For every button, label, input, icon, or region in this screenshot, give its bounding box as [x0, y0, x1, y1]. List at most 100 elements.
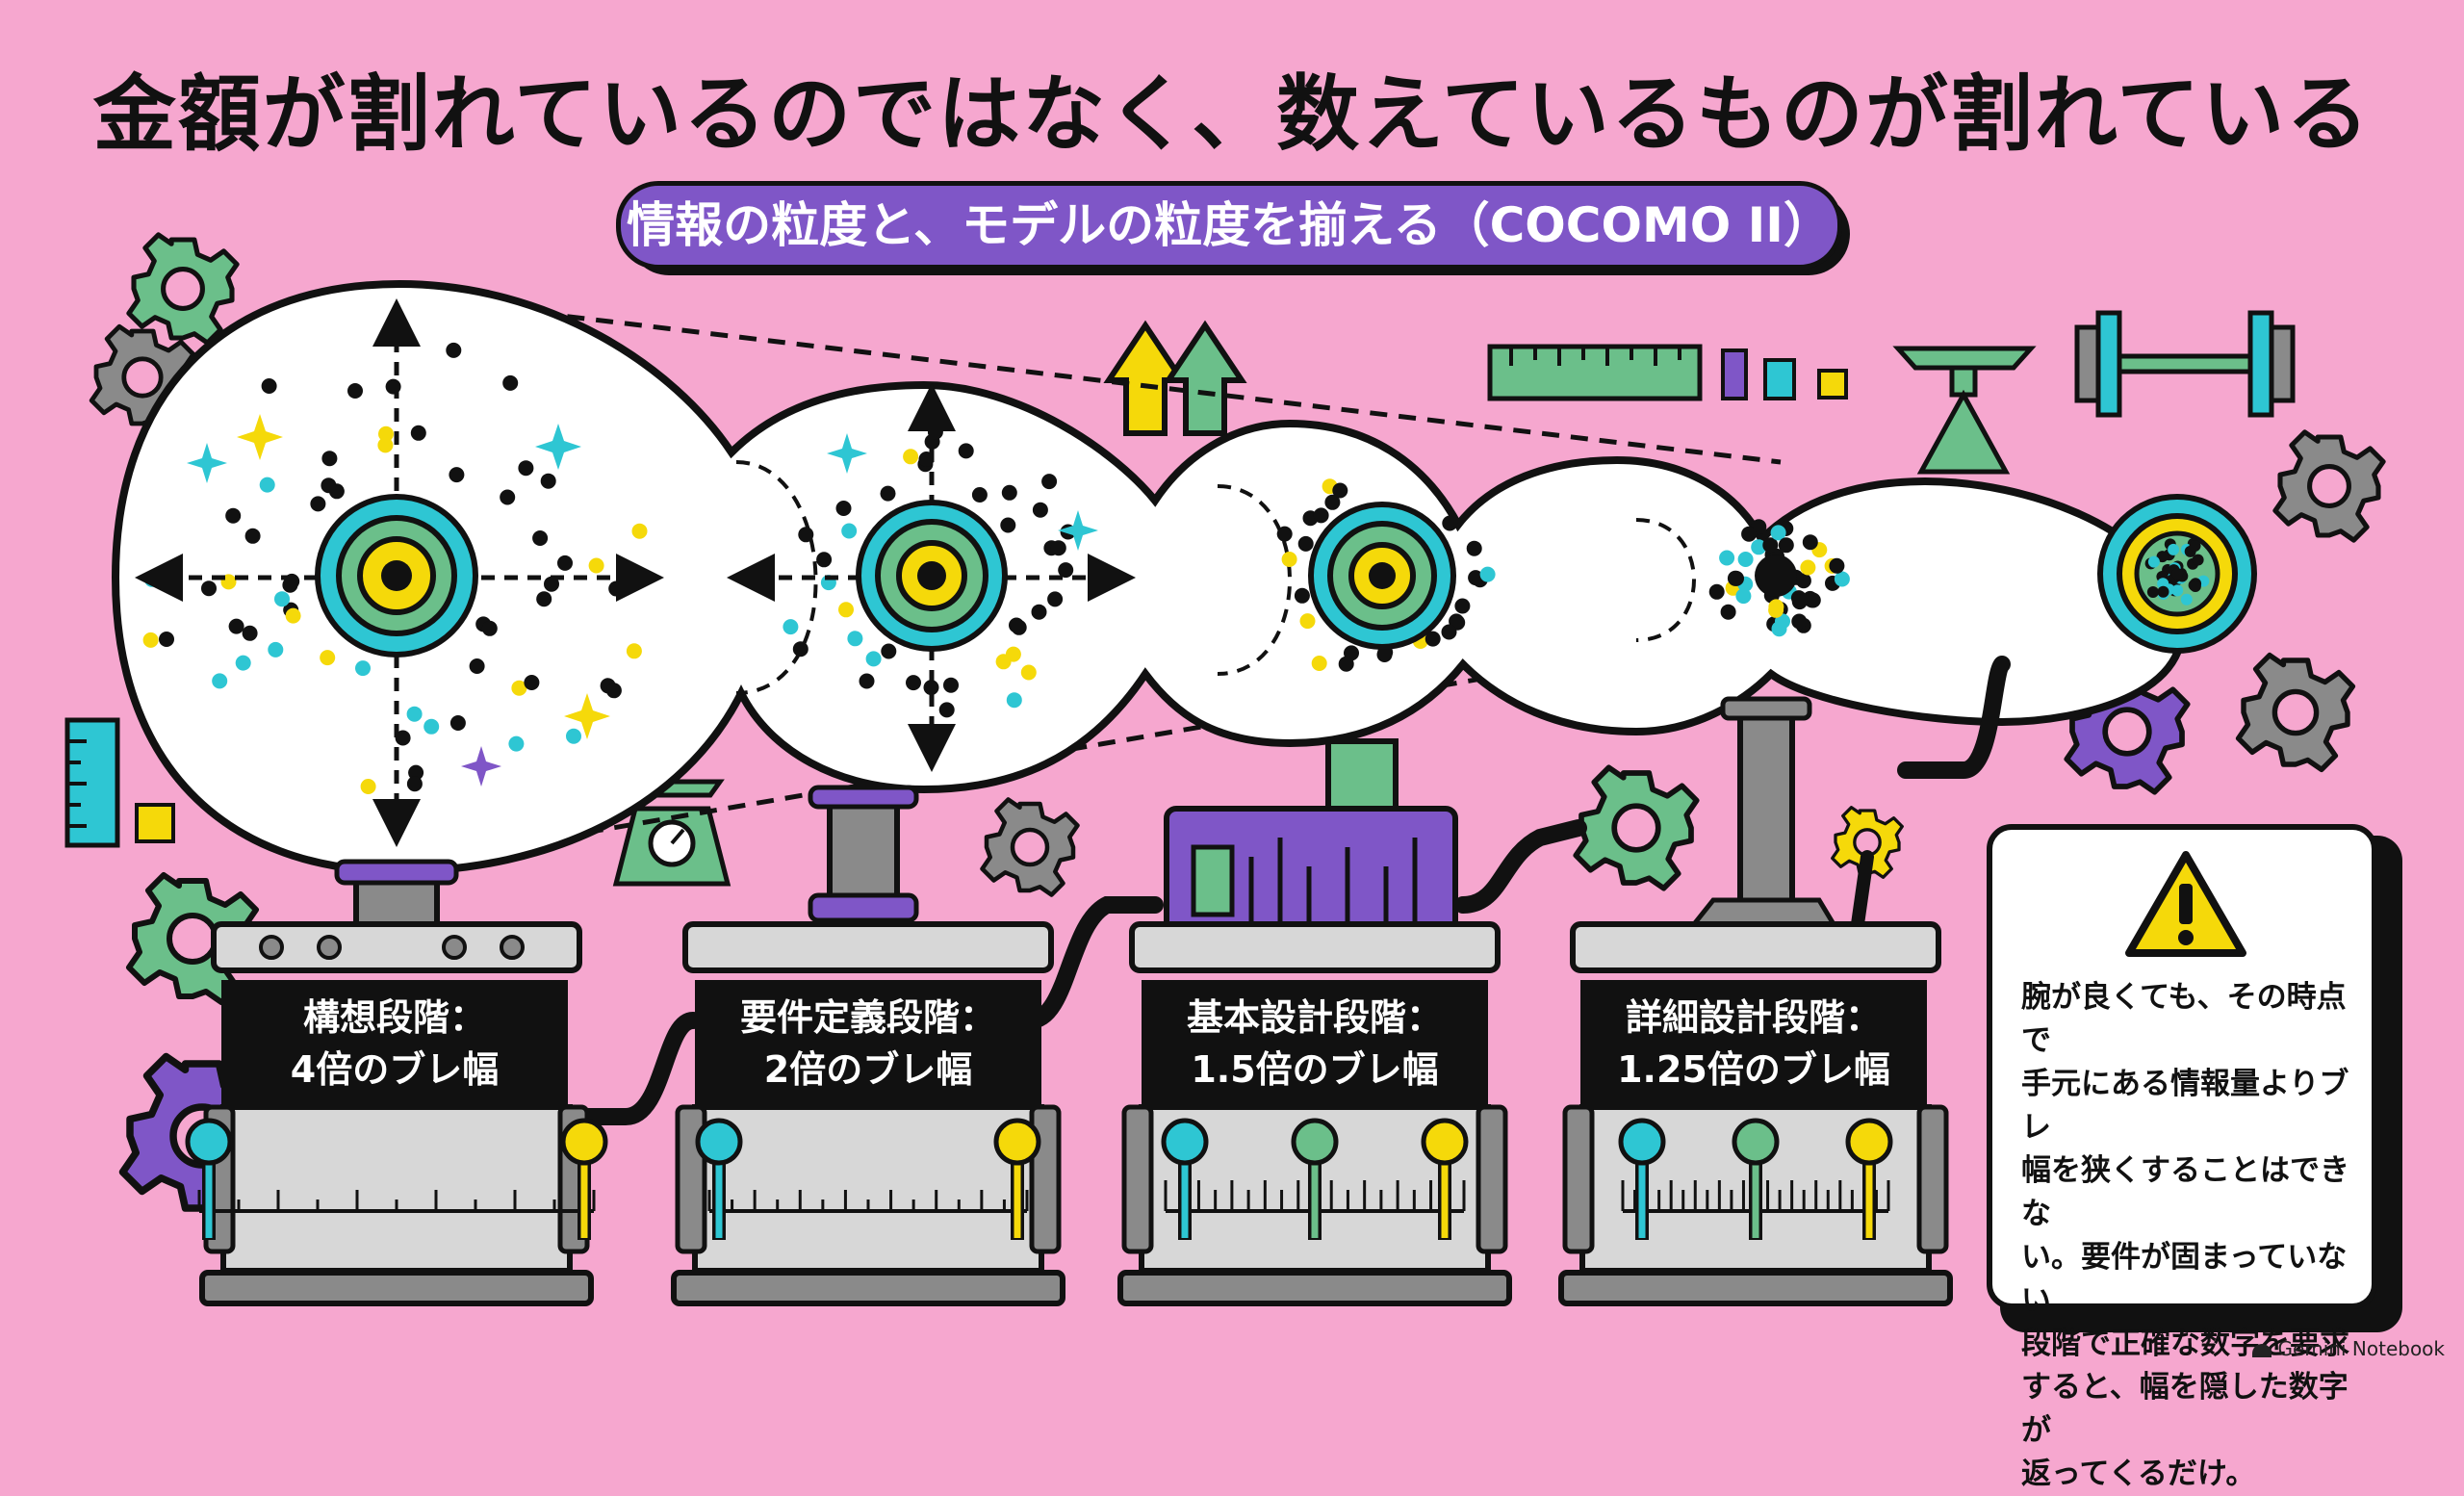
particle-dot — [511, 680, 527, 696]
particle-dot — [321, 451, 338, 467]
scale-icon — [1892, 346, 2037, 475]
target-icon — [856, 500, 1008, 652]
particle-dot — [1768, 602, 1784, 618]
particle-dot — [2168, 543, 2180, 555]
particle-dot — [938, 702, 955, 718]
particle-dot — [225, 507, 242, 524]
gauge-knob — [1161, 1118, 1209, 1166]
stage-label-1: 構想段階： 4倍のブレ幅 — [221, 980, 568, 1109]
stage-range: 1.25倍のブレ幅 — [1617, 1048, 1890, 1091]
particle-dot — [536, 591, 552, 607]
particle-dot — [798, 527, 814, 543]
particle-dot — [631, 523, 648, 539]
base-foot — [1558, 1270, 1953, 1306]
bolt — [317, 935, 342, 960]
subtitle: 情報の粒度と、モデルの粒度を揃える（COCOMO II） — [616, 181, 1842, 270]
particle-dots — [2144, 537, 2210, 606]
gauge-knob — [1845, 1118, 1893, 1166]
particle-dot — [881, 643, 897, 659]
particle-dot — [2189, 540, 2201, 552]
base-body — [692, 1104, 1044, 1274]
credit-text: Gemini Notebook — [2277, 1337, 2445, 1360]
gauge-knob — [1618, 1118, 1666, 1166]
bolt — [442, 935, 467, 960]
note-text: 腕が良くても、その時点で 手元にある情報量よりブレ 幅を狭くすることはできな い… — [2021, 980, 2349, 1491]
dumbbell-icon — [2074, 310, 2296, 418]
particle-dot — [1751, 539, 1767, 555]
particle-dot — [2171, 584, 2184, 597]
particle-dot — [566, 728, 581, 744]
machine-panel — [1191, 844, 1235, 917]
particle-dot — [544, 576, 559, 592]
gemini-icon — [2252, 1343, 2272, 1357]
particle-dot — [1791, 594, 1808, 610]
particle-dot — [532, 530, 549, 546]
particle-dot — [1735, 588, 1752, 605]
base-foot — [671, 1270, 1065, 1306]
stage-bases — [185, 921, 1953, 1306]
particle-dot — [1050, 540, 1066, 556]
gauge-knob — [1732, 1118, 1780, 1166]
particle-dot — [880, 485, 896, 502]
particle-dot — [228, 618, 244, 634]
particle-dot — [518, 460, 534, 477]
bolt — [500, 935, 525, 960]
particle-dot — [320, 650, 336, 666]
particle-dot — [143, 571, 160, 587]
particle-dot — [995, 654, 1012, 670]
particle-dot — [1297, 535, 1314, 552]
dashed-guide-lines — [480, 303, 1791, 850]
credit: Gemini Notebook — [2252, 1337, 2445, 1360]
particle-dot — [1047, 591, 1064, 607]
particle-dot — [524, 675, 540, 690]
gear-icon — [1576, 767, 1696, 888]
stage-range: 4倍のブレ幅 — [290, 1048, 500, 1091]
particle-dot — [1778, 537, 1794, 554]
gear-icon — [2239, 656, 2353, 770]
particle-dot — [2146, 586, 2159, 598]
particle-dot — [2157, 578, 2169, 590]
particle-dot — [406, 706, 423, 722]
particle-dot — [865, 651, 882, 667]
stage-name: 詳細設計段階： — [1625, 996, 1882, 1039]
base-side — [1562, 1104, 1595, 1254]
particle-dot — [469, 658, 485, 674]
particle-dot — [406, 776, 423, 792]
target-icon — [315, 494, 478, 658]
block-icon — [135, 803, 175, 843]
particle-dot — [792, 641, 808, 658]
particle-dot — [2147, 555, 2160, 568]
particle-dot — [310, 496, 326, 512]
funnel-body — [111, 279, 2186, 876]
stage-label-3: 基本設計段階： 1.5倍のブレ幅 — [1142, 980, 1488, 1109]
particle-dot — [835, 501, 852, 516]
gauge-knob — [1291, 1118, 1339, 1166]
base-foot — [1117, 1270, 1512, 1306]
particle-dot — [608, 580, 625, 597]
arrows-up-icon — [1103, 320, 1247, 436]
particle-dot — [1719, 550, 1735, 566]
gauge-knob — [185, 1118, 233, 1166]
gear-icon — [983, 800, 1078, 895]
particle-dot — [838, 602, 854, 618]
particle-dot — [906, 675, 921, 691]
particle-dot — [1276, 526, 1293, 542]
funnel-diagram — [64, 0, 2464, 1306]
particle-dot — [410, 425, 426, 441]
stage-label-2: 要件定義段階： 2倍のブレ幅 — [695, 980, 1041, 1109]
lever-icon — [1851, 850, 1874, 931]
machine-detail — [1248, 838, 1418, 924]
particle-dot — [1031, 604, 1047, 620]
particle-dot — [1299, 613, 1316, 630]
note-card: 腕が良くても、その時点で 手元にある情報量よりブレ 幅を狭くすることはできな い… — [1987, 824, 2377, 1491]
particle-dot — [1466, 540, 1482, 556]
base-foot — [199, 1270, 594, 1306]
particle-dot — [259, 477, 275, 493]
stand-collar — [808, 785, 919, 810]
particle-dot — [1741, 526, 1758, 542]
particle-dot — [2157, 585, 2169, 598]
particle-dot — [1834, 571, 1850, 587]
particle-dot — [261, 378, 277, 394]
particle-dot — [268, 641, 284, 658]
stand-neck — [1737, 700, 1795, 927]
